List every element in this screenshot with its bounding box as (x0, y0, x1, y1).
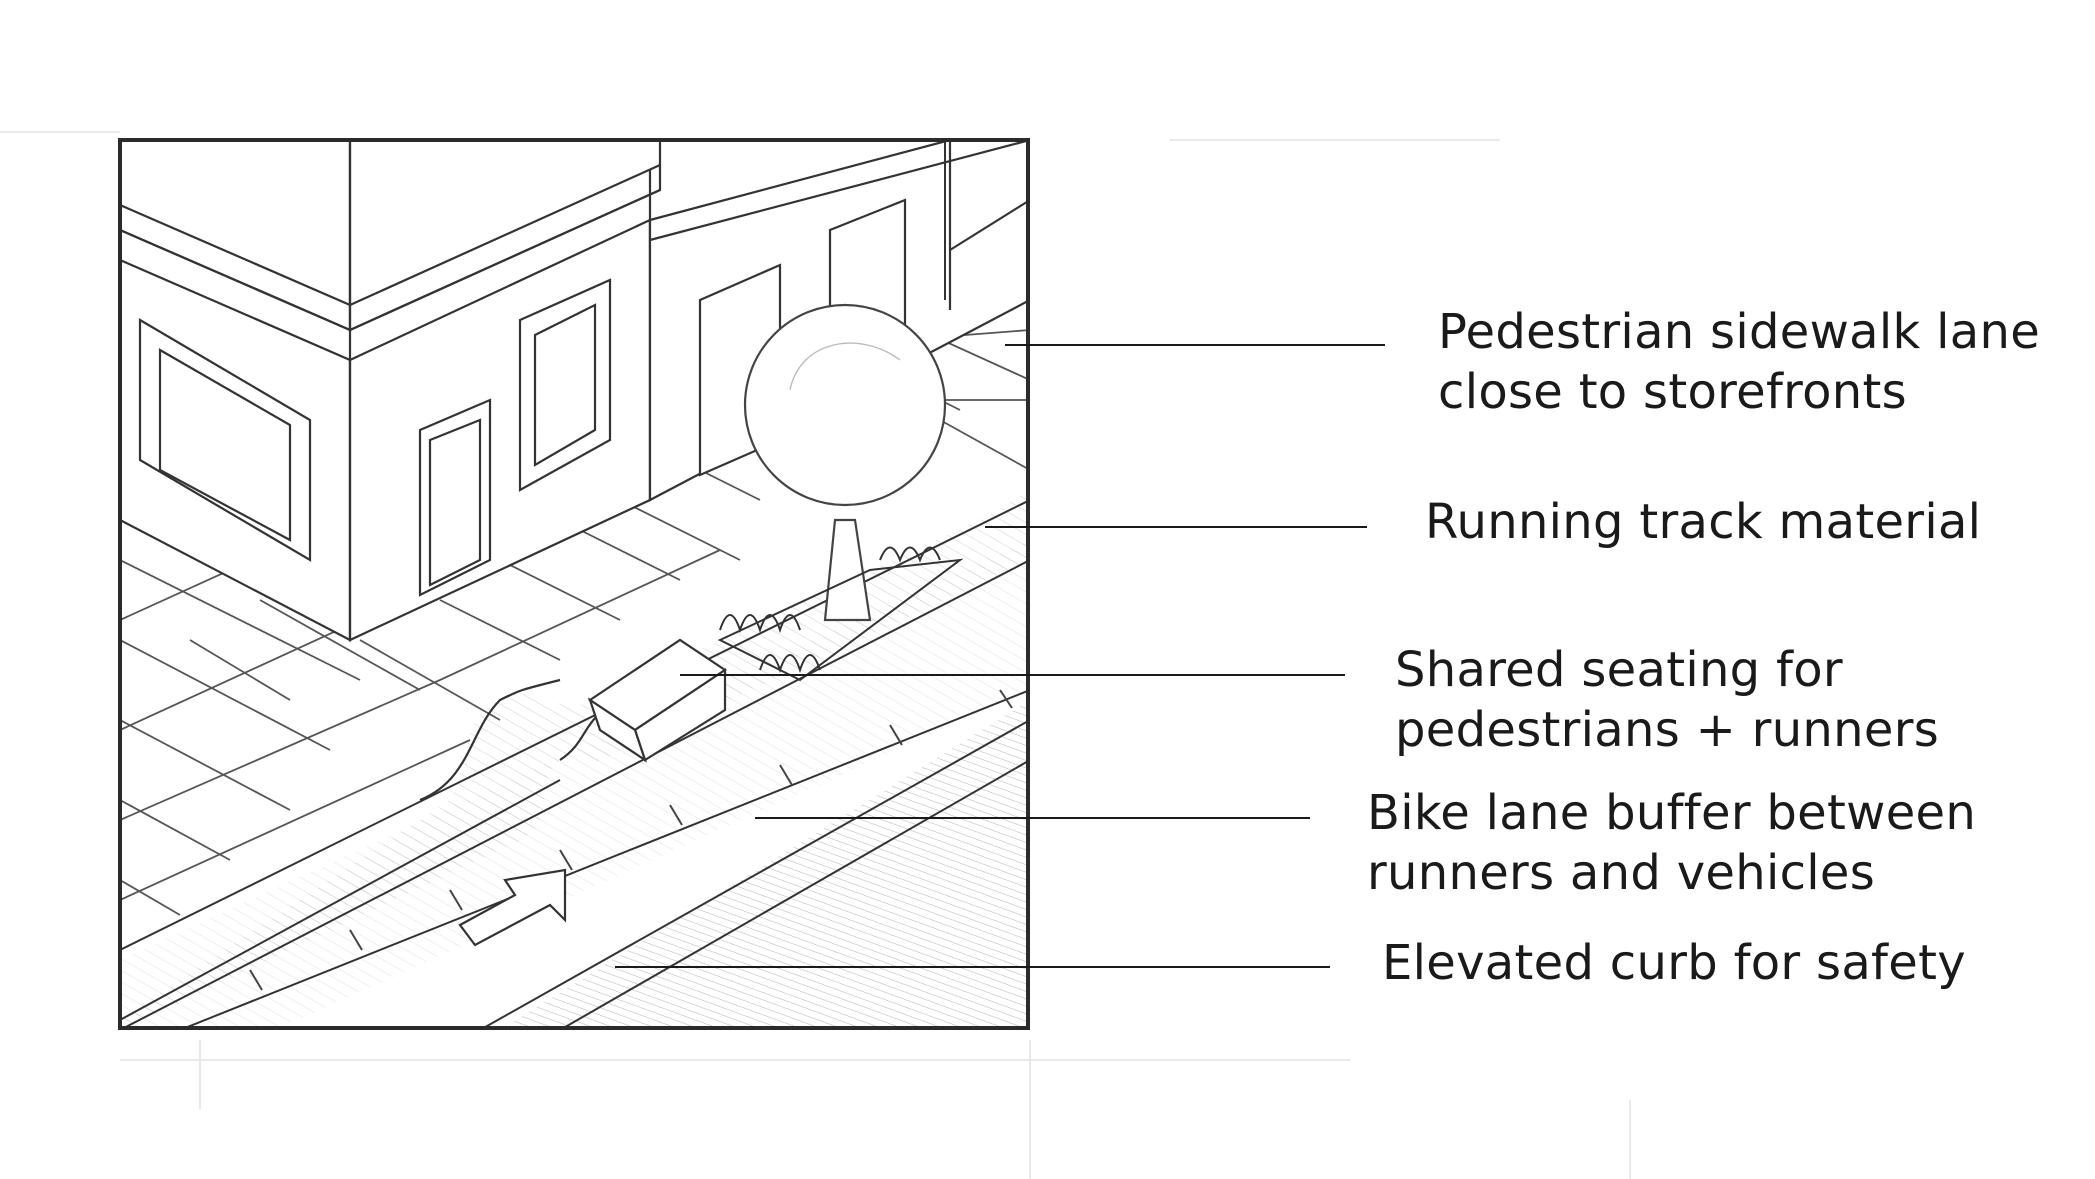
street-tree (743, 303, 947, 622)
road-surface (503, 701, 1028, 1028)
sketch-frame (118, 138, 1030, 1030)
label-curb: Elevated curb for safety (1382, 933, 1966, 993)
bike-direction-arrow (458, 868, 567, 947)
label-sidewalk: Pedestrian sidewalk lane close to storef… (1438, 302, 2040, 422)
lane-lines (120, 499, 1028, 1028)
running-track-surface (120, 491, 1028, 1028)
label-running-track: Running track material (1425, 492, 1981, 552)
label-bike-lane: Bike lane buffer between runners and veh… (1367, 783, 1976, 903)
curb-segments (249, 689, 1013, 991)
label-sidewalk-line1: Pedestrian sidewalk lane (1438, 304, 2041, 360)
tree-planter (717, 546, 964, 682)
label-seating: Shared seating for pedestrians + runners (1395, 640, 1939, 760)
label-seating-line2: pedestrians + runners (1395, 702, 1940, 758)
guide-lines (0, 131, 1631, 1179)
leader-lines (615, 344, 1385, 968)
label-bike-lane-line1: Bike lane buffer between (1367, 785, 1977, 841)
storefront-building (120, 140, 662, 642)
label-sidewalk-line2: close to storefronts (1438, 364, 1907, 420)
label-curb-line1: Elevated curb for safety (1382, 935, 1966, 991)
bench (587, 638, 727, 763)
label-bike-lane-line2: runners and vehicles (1367, 845, 1876, 901)
label-running-track-line1: Running track material (1425, 494, 1982, 550)
label-seating-line1: Shared seating for (1395, 642, 1843, 698)
building-windows (138, 278, 612, 597)
